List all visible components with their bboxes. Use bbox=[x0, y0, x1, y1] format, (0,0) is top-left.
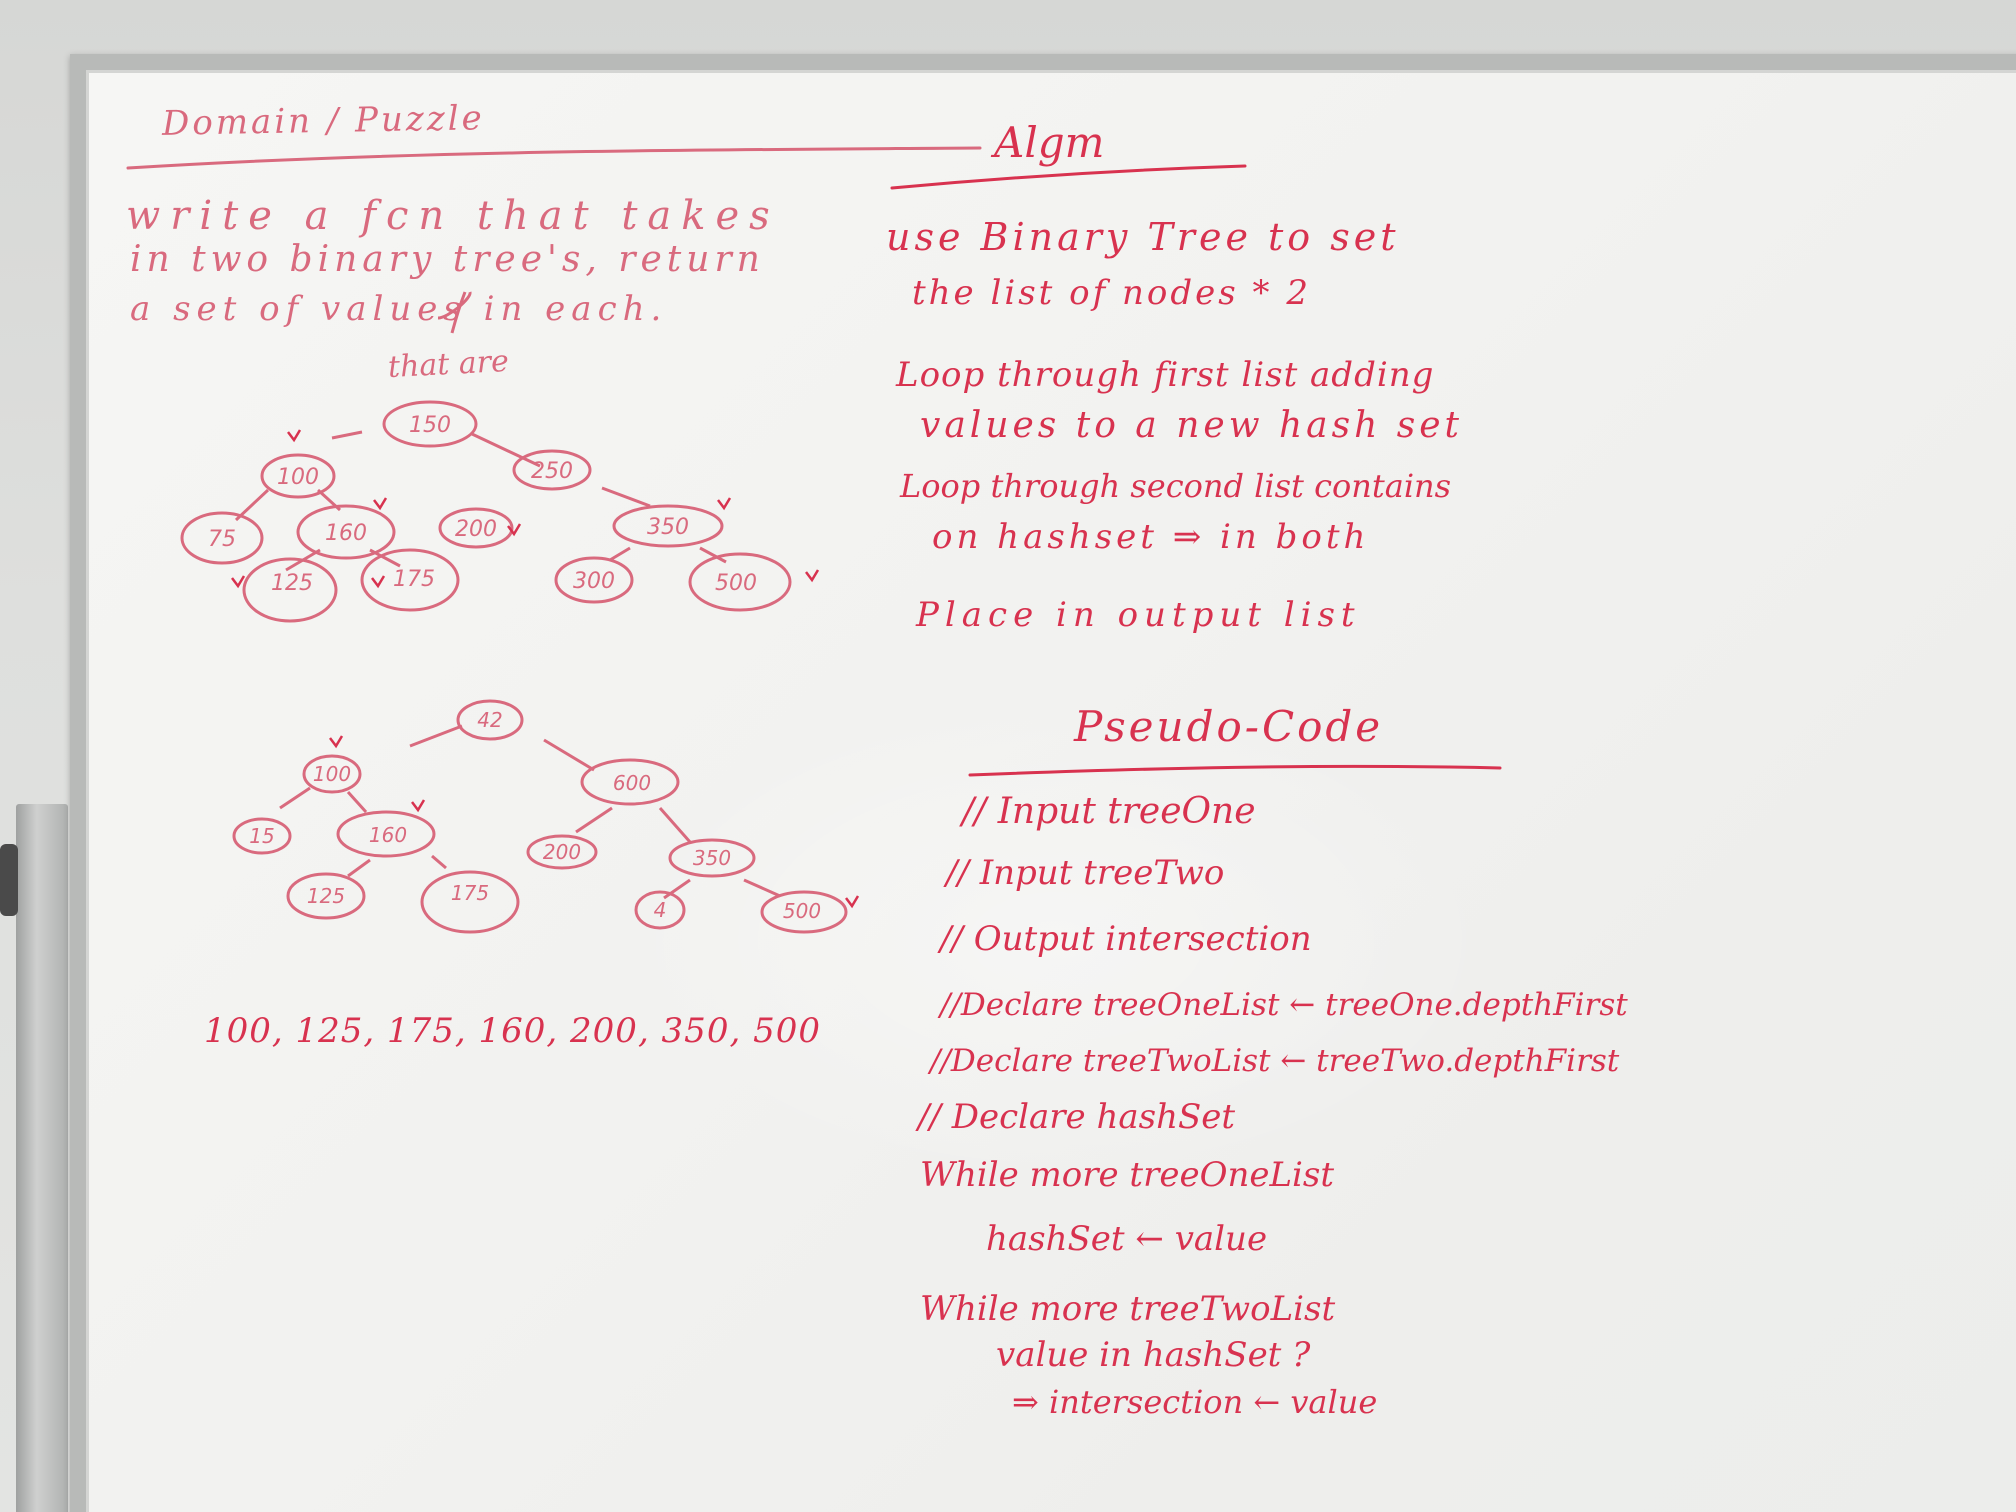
pseudo-line-6: // Declare hashSet bbox=[918, 1097, 1236, 1137]
pseudo-line-8: hashSet ← value bbox=[986, 1219, 1268, 1259]
t2-node-200 bbox=[526, 834, 598, 870]
t1-node-175 bbox=[360, 548, 460, 612]
t1-label-175: 175 bbox=[393, 567, 435, 592]
algo-line-6: on hashset ⇒ in both bbox=[932, 517, 1370, 557]
t2-node-100 bbox=[302, 754, 362, 794]
t1-label-500: 500 bbox=[715, 571, 757, 596]
t2-label-350: 350 bbox=[693, 846, 731, 870]
stand-clip bbox=[0, 844, 18, 916]
t2-node-125 bbox=[286, 872, 366, 920]
t2-label-100: 100 bbox=[313, 762, 351, 786]
t1-check-marks bbox=[231, 429, 820, 589]
t1-node-350 bbox=[612, 504, 724, 548]
algo-line-5: Loop through second list contains bbox=[900, 467, 1452, 505]
t2-label-15: 15 bbox=[249, 824, 274, 848]
t1-label-200: 200 bbox=[455, 517, 497, 542]
t2-label-175: 175 bbox=[451, 881, 489, 905]
pseudo-line-10: value in hashSet ? bbox=[996, 1335, 1311, 1375]
t2-label-4: 4 bbox=[654, 898, 667, 922]
t2-node-160 bbox=[336, 810, 436, 858]
t2-node-15 bbox=[232, 817, 292, 855]
t1-node-150 bbox=[382, 400, 478, 448]
t2-node-600 bbox=[580, 758, 680, 806]
algo-line-4: values to a new hash set bbox=[920, 405, 1463, 446]
problem-line-2: in two binary tree's, return bbox=[130, 239, 765, 280]
t1-node-100 bbox=[260, 453, 336, 499]
t1-label-160: 160 bbox=[325, 521, 367, 546]
t1-label-350: 350 bbox=[647, 515, 689, 540]
pseudo-line-2: // Input treeTwo bbox=[946, 853, 1225, 893]
algo-line-1: use Binary Tree to set bbox=[886, 215, 1400, 259]
t1-label-250: 250 bbox=[531, 459, 573, 484]
t2-label-125: 125 bbox=[307, 884, 345, 908]
pseudo-line-11: ⇒ intersection ← value bbox=[1012, 1383, 1378, 1421]
whiteboard bbox=[70, 54, 2016, 1512]
t2-node-175 bbox=[420, 870, 520, 934]
t2-label-160: 160 bbox=[369, 823, 407, 847]
t1-node-125 bbox=[242, 557, 338, 623]
t2-label-500: 500 bbox=[783, 899, 821, 923]
algo-line-7: Place in output list bbox=[916, 595, 1361, 635]
whiteboard-stand bbox=[16, 804, 68, 1512]
t2-check-marks bbox=[329, 735, 860, 909]
algorithm-heading: Algm bbox=[994, 118, 1105, 167]
t1-label-300: 300 bbox=[573, 569, 615, 594]
t2-node-42 bbox=[456, 699, 524, 741]
pseudo-line-7: While more treeOneList bbox=[920, 1155, 1335, 1195]
t2-node-4 bbox=[634, 890, 686, 930]
t1-node-160 bbox=[296, 504, 396, 560]
pseudocode-heading: Pseudo-Code bbox=[1074, 702, 1384, 751]
t2-label-200: 200 bbox=[543, 840, 581, 864]
algo-line-2: the list of nodes * 2 bbox=[912, 273, 1311, 313]
t1-label-100: 100 bbox=[277, 465, 319, 490]
t1-node-500 bbox=[688, 552, 792, 612]
problem-line-1: write a fcn that takes bbox=[126, 193, 780, 239]
problem-line-3: a set of values in each. bbox=[130, 289, 668, 329]
t1-label-125: 125 bbox=[271, 571, 313, 596]
t1-label-150: 150 bbox=[409, 413, 451, 438]
t1-node-75 bbox=[180, 511, 264, 565]
algo-line-3: Loop through first list adding bbox=[896, 355, 1435, 395]
t1-node-300 bbox=[554, 556, 634, 604]
pseudo-line-4: //Declare treeOneList ← treeOne.depthFir… bbox=[940, 987, 1628, 1023]
pseudo-line-3: // Output intersection bbox=[940, 919, 1312, 959]
t1-label-75: 75 bbox=[208, 527, 236, 552]
t2-label-42: 42 bbox=[477, 708, 502, 732]
intersection-result: 100, 125, 175, 160, 200, 350, 500 bbox=[204, 1011, 821, 1051]
t1-node-250 bbox=[512, 449, 592, 491]
t1-node-200 bbox=[438, 507, 514, 549]
t2-label-600: 600 bbox=[613, 771, 651, 795]
pseudo-line-9: While more treeTwoList bbox=[920, 1289, 1336, 1329]
t2-node-500 bbox=[760, 890, 848, 934]
pseudo-line-5: //Declare treeTwoList ← treeTwo.depthFir… bbox=[930, 1043, 1620, 1079]
pseudo-line-1: // Input treeOne bbox=[962, 791, 1256, 832]
t2-node-350 bbox=[668, 838, 756, 878]
